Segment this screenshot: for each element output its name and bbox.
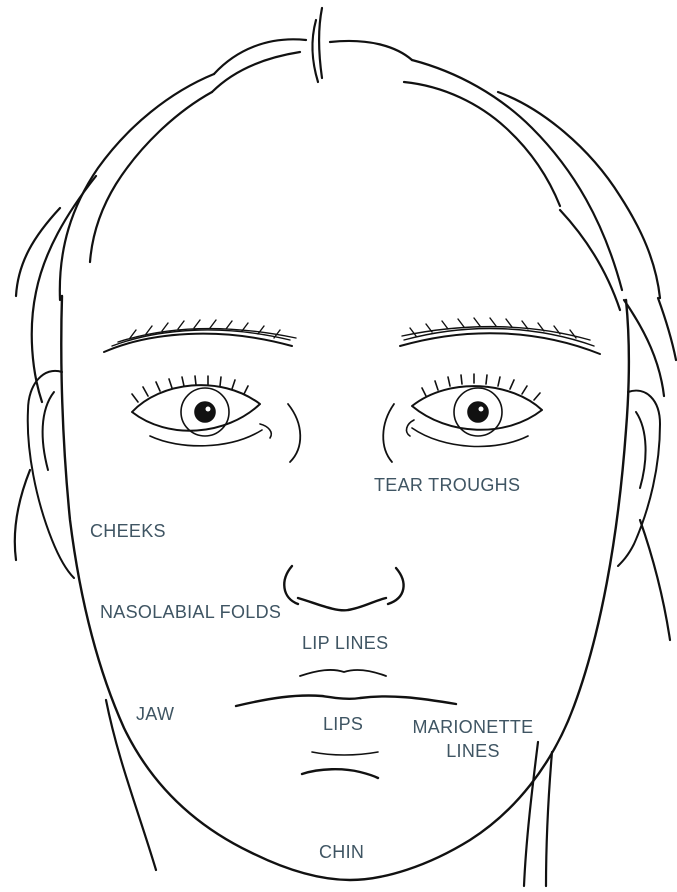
label-nasolabial-folds: NASOLABIAL FOLDS (100, 603, 281, 621)
label-marionette-line-1: MARIONETTE (409, 715, 537, 739)
nose (284, 566, 403, 610)
ears (28, 371, 660, 578)
label-tear-troughs: TEAR TROUGHS (374, 476, 520, 494)
label-marionette-line-2: LINES (409, 739, 537, 763)
eyebrows (104, 318, 600, 354)
label-chin: CHIN (319, 843, 364, 861)
right-eye (407, 374, 542, 446)
label-lips: LIPS (323, 715, 363, 733)
tear-trough-lines (288, 404, 394, 462)
left-eye (132, 376, 271, 446)
head-outline (61, 296, 629, 880)
label-lip-lines: LIP LINES (302, 634, 388, 652)
label-jaw: JAW (136, 705, 174, 723)
hair-outline (16, 8, 676, 402)
label-cheeks: CHEEKS (90, 522, 166, 540)
label-marionette-lines: MARIONETTE LINES (409, 715, 537, 763)
